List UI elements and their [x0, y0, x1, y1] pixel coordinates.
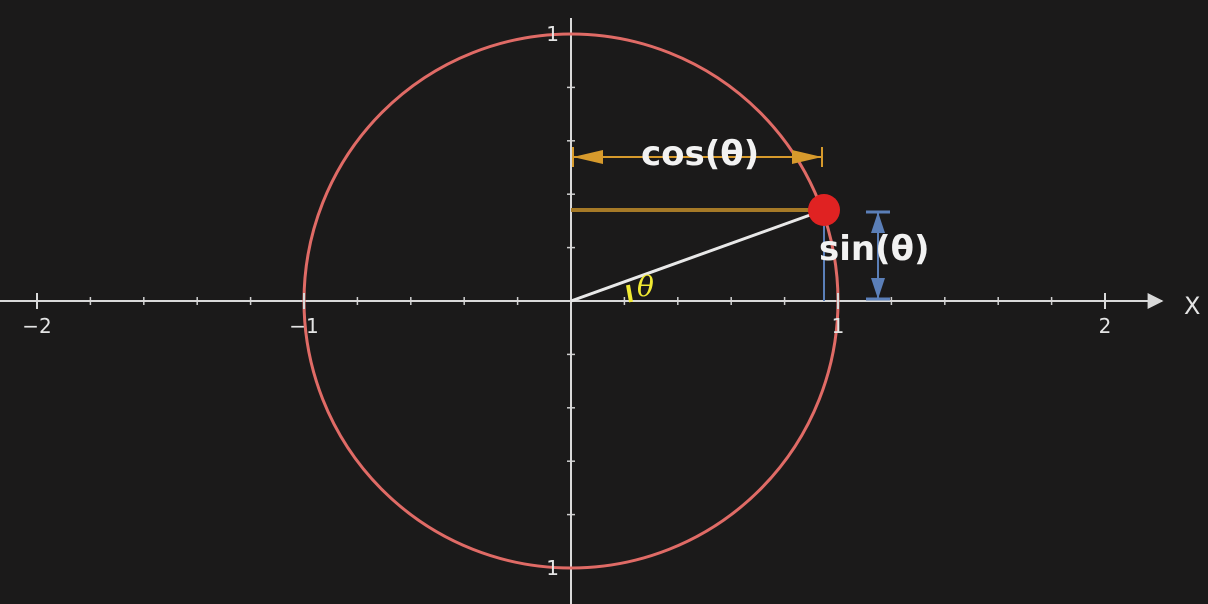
radius-line [570, 208, 825, 303]
angle-arc [626, 284, 633, 303]
angle-label: θ [637, 270, 654, 303]
cos-label: cos(θ) [641, 134, 759, 174]
x-tick-label: −2 [22, 314, 51, 338]
y-tick-label: 1 [546, 556, 559, 580]
x-axis-name: X [1184, 292, 1200, 320]
point-on-circle[interactable] [808, 194, 840, 226]
sin-label: sin(θ) [819, 229, 930, 269]
cos-indicator [572, 147, 823, 167]
x-tick-label: −1 [289, 314, 318, 338]
x-tick-label: 2 [1099, 314, 1112, 338]
tick-labels: −2 −1 1 2 1 1 [22, 22, 1111, 580]
y-tick-label: 1 [546, 22, 559, 46]
sin-indicator [866, 210, 890, 301]
x-tick-label: 1 [832, 314, 845, 338]
